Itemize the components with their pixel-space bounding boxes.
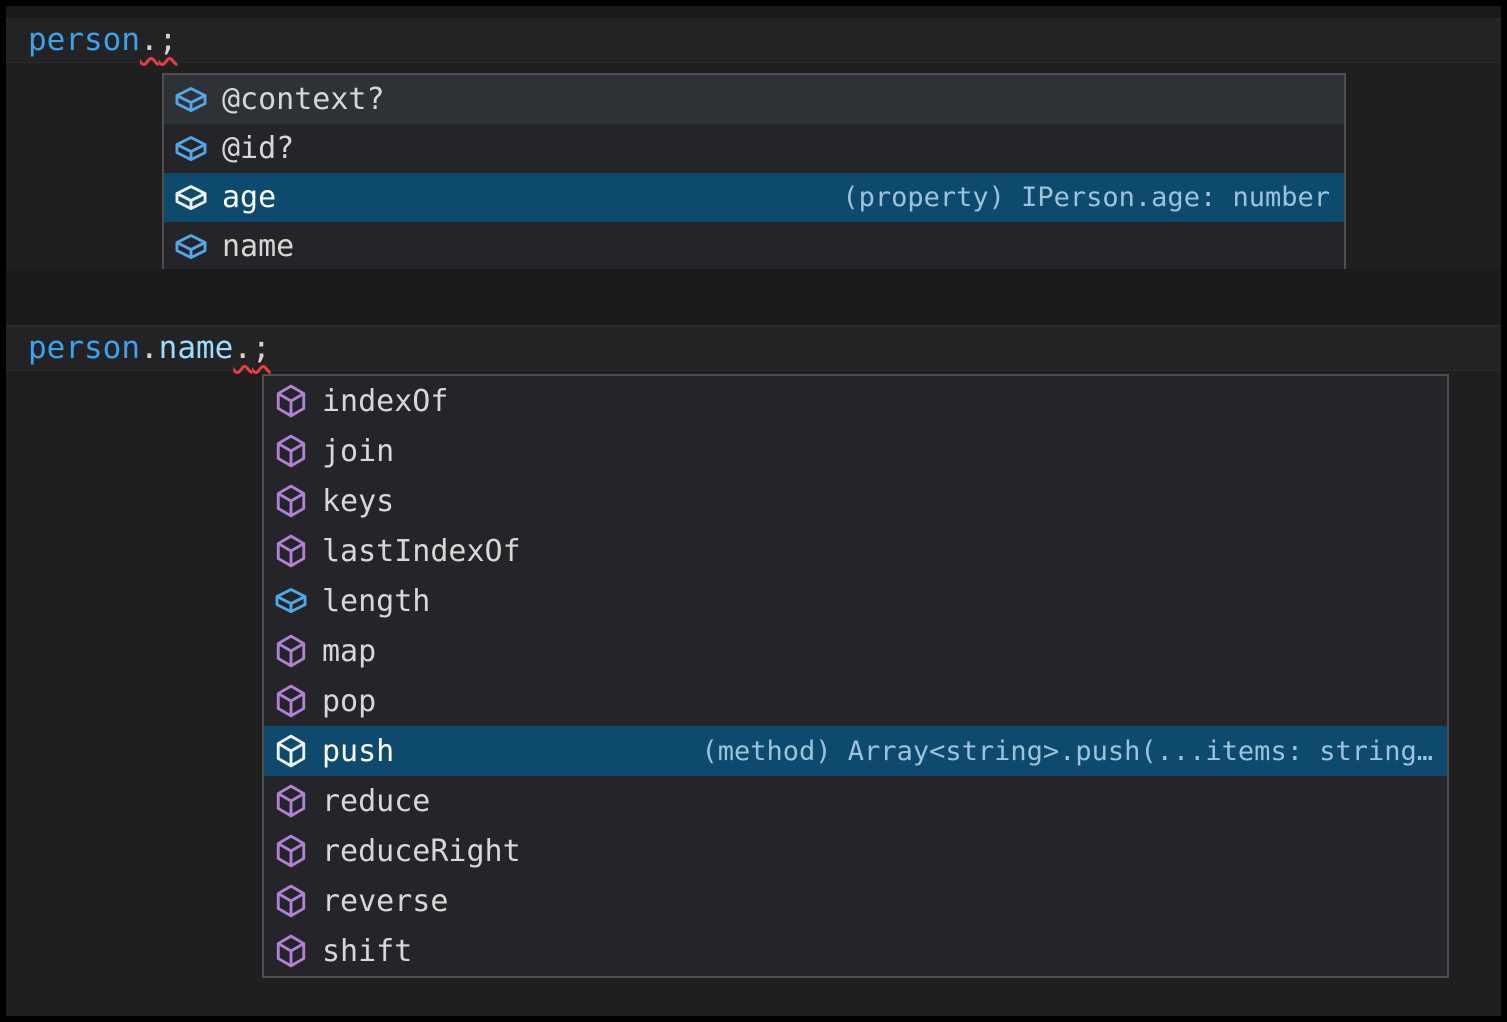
symbol-method-icon — [274, 634, 308, 668]
suggestion-item-reduceright[interactable]: reduceRight — [264, 826, 1447, 876]
suggestion-item-keys[interactable]: keys — [264, 476, 1447, 526]
symbol-method-icon — [274, 734, 308, 768]
symbol-method-icon — [274, 934, 308, 968]
suggestion-label: keys — [322, 483, 395, 519]
suggestion-detail: (property) IPerson.age: number — [842, 182, 1330, 213]
suggestion-item-push-selected[interactable]: push (method) Array<string>.push(...item… — [264, 726, 1447, 776]
suggestion-item-reduce[interactable]: reduce — [264, 776, 1447, 826]
code-line-person[interactable]: person.; — [6, 18, 1501, 63]
suggestion-label: @context? — [222, 82, 385, 117]
suggestion-item-name[interactable]: name — [164, 222, 1344, 271]
suggestion-label: indexOf — [322, 383, 449, 419]
symbol-field-icon — [174, 83, 208, 117]
symbol-field-icon — [174, 132, 208, 166]
suggestion-label: push — [322, 733, 395, 769]
suggestion-label: age — [222, 180, 277, 215]
suggestion-label: length — [322, 583, 431, 619]
suggestion-item-map[interactable]: map — [264, 626, 1447, 676]
variable-token: person — [28, 22, 140, 58]
suggestion-item-length[interactable]: length — [264, 576, 1447, 626]
suggestion-label: name — [222, 229, 295, 264]
semicolon-token-error: ; — [158, 22, 178, 58]
symbol-field-icon — [274, 584, 308, 618]
editor-top-strip — [6, 6, 1501, 18]
suggestion-label: reduceRight — [322, 833, 521, 869]
symbol-method-icon — [274, 834, 308, 868]
suggestion-label: join — [322, 433, 395, 469]
symbol-method-icon — [274, 534, 308, 568]
suggestion-item-context[interactable]: @context? — [164, 75, 1344, 124]
dot-token-error: . — [139, 22, 159, 58]
symbol-method-icon — [274, 784, 308, 818]
suggestion-item-reverse[interactable]: reverse — [264, 876, 1447, 926]
suggestion-item-shift[interactable]: shift — [264, 926, 1447, 976]
symbol-method-icon — [274, 384, 308, 418]
intellisense-popup-person-name: indexOf join keys lastIndexOf length map — [262, 374, 1449, 978]
symbol-method-icon — [274, 884, 308, 918]
suggestion-item-age-selected[interactable]: age (property) IPerson.age: number — [164, 173, 1344, 222]
dot-token: . — [139, 330, 159, 366]
variable-token: person — [28, 330, 140, 366]
semicolon-token-error: ; — [251, 330, 271, 366]
suggestion-item-pop[interactable]: pop — [264, 676, 1447, 726]
suggestion-label: reverse — [322, 883, 449, 919]
suggestion-label: shift — [322, 933, 413, 969]
suggestion-item-indexof[interactable]: indexOf — [264, 376, 1447, 426]
symbol-method-icon — [274, 434, 308, 468]
section-divider-strip — [6, 269, 1501, 326]
property-token: name — [158, 330, 234, 366]
suggestion-item-lastindexof[interactable]: lastIndexOf — [264, 526, 1447, 576]
symbol-method-icon — [274, 484, 308, 518]
symbol-field-icon — [174, 230, 208, 264]
intellisense-popup-person: @context? @id? age (property) IPerson.ag… — [162, 73, 1346, 273]
suggestion-label: pop — [322, 683, 377, 719]
code-line-person-name[interactable]: person.name.; — [6, 326, 1501, 371]
suggestion-label: @id? — [222, 131, 295, 166]
suggestion-item-join[interactable]: join — [264, 426, 1447, 476]
suggestion-label: lastIndexOf — [322, 533, 521, 569]
dot-token-error: . — [233, 330, 252, 366]
suggestion-label: reduce — [322, 783, 431, 819]
suggestion-detail: (method) Array<string>.push(...items: st… — [701, 735, 1434, 767]
code-editor[interactable]: person.; @context? @id? age (property) I… — [6, 6, 1501, 1016]
symbol-method-icon — [274, 684, 308, 718]
suggestion-label: map — [322, 633, 377, 669]
suggestion-item-id[interactable]: @id? — [164, 124, 1344, 173]
symbol-field-icon — [174, 181, 208, 215]
